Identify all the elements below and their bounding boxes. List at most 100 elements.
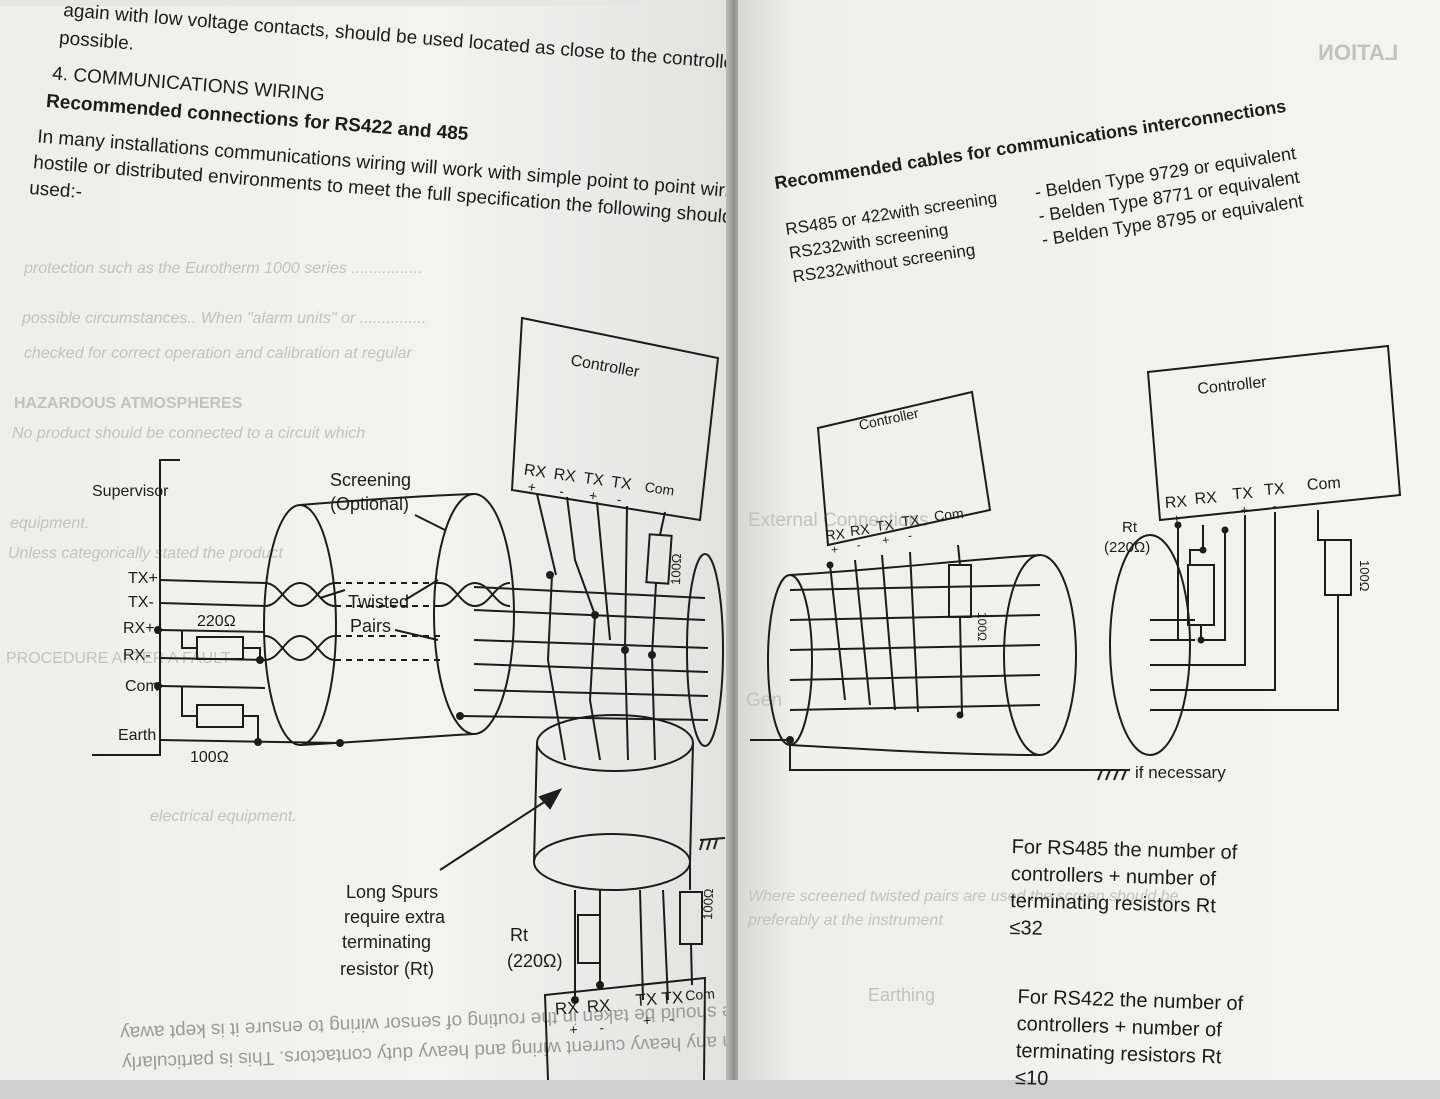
cable-screen-middle (433, 493, 515, 735)
bus-wire (473, 609, 706, 621)
show-through-text: equipment. (10, 515, 90, 532)
ctrl-wire (957, 544, 961, 566)
supervisor-box (92, 459, 180, 756)
note-rs485: For RS485 the number of controllers + nu… (1009, 834, 1237, 948)
ctrl-terminal-label: Com (644, 479, 676, 499)
ctrl-terminal-label: RX (586, 996, 611, 1017)
long-spurs-label: Long Spurs (346, 882, 438, 902)
twist (439, 581, 511, 607)
label-leader (394, 629, 439, 641)
screening-label: Screening (330, 470, 411, 490)
polarity-label: + (588, 487, 598, 504)
resistor-label: 100Ω (700, 888, 716, 920)
show-through-text: preferably at the instrument (748, 912, 943, 929)
label-leader (404, 579, 439, 601)
ctrl-terminal-label: RX (1164, 493, 1188, 512)
ctrl-wire (566, 496, 596, 616)
resistor-lead (181, 686, 197, 717)
ground-symbol (1105, 769, 1111, 781)
cable-outline (789, 554, 1041, 576)
resistor-100-spur (679, 891, 703, 945)
spur-wire (651, 654, 656, 761)
polarity-label: - (558, 483, 565, 500)
long-spurs-label: resistor (Rt) (340, 959, 434, 979)
resistor-lead (181, 630, 197, 649)
ctrl-terminal-label: TX (901, 512, 921, 530)
earth-wire (750, 739, 1100, 771)
ctrl-wire (624, 505, 628, 651)
terminal-label: TX- (128, 594, 154, 611)
terminal-label: RX- (123, 647, 151, 664)
wire-com (159, 685, 266, 689)
terminal-label: TX+ (128, 570, 158, 587)
spur-cable-top (536, 714, 694, 772)
polarity-label: - (616, 491, 623, 508)
spur-wire (639, 889, 644, 1001)
polarity-label: + (1240, 502, 1249, 517)
ctrl-wire (1150, 595, 1339, 711)
resistor-rt-far-right (1187, 564, 1215, 626)
polarity-label: + (830, 542, 838, 557)
bus-wire (789, 644, 1041, 651)
resistor-label: 100Ω (1357, 560, 1372, 592)
ground-symbol (1113, 769, 1119, 781)
ground-symbol (1121, 769, 1127, 781)
spur-wire (624, 649, 629, 761)
rt-value-label: (220Ω) (507, 951, 562, 971)
terminal-label: Com (125, 678, 159, 695)
ctrl-wire (1200, 530, 1226, 641)
ctrl-terminal-label: TX (582, 470, 605, 490)
resistor-100-supervisor (196, 704, 244, 728)
ctrl-wire (1317, 510, 1337, 541)
show-through-text: No product should be connected to a circ… (12, 425, 366, 442)
ctrl-terminal-label: RX (825, 525, 847, 543)
wire-tx-minus (159, 602, 266, 607)
bus-wire (473, 586, 706, 599)
ctrl-wire (596, 501, 611, 641)
ground-symbol (713, 838, 718, 850)
cable-end-right-page (767, 574, 813, 746)
bus-wire (789, 584, 1041, 591)
polarity-label: + (527, 478, 537, 495)
long-spurs-label: terminating (342, 932, 431, 952)
spur-wire (662, 889, 669, 1001)
wire-tx-plus (159, 579, 266, 584)
long-spurs-arrow (439, 794, 556, 871)
polarity-label: + (1172, 511, 1181, 526)
polarity-label: + (642, 1012, 651, 1029)
terminal-label: Earth (118, 727, 156, 744)
spur-wire (546, 574, 566, 761)
ctrl-wire (1150, 515, 1246, 666)
ctrl-wire (881, 554, 896, 711)
ctrl-terminal-label: TX (1264, 481, 1286, 499)
label-leader (319, 589, 346, 599)
polarity-label: + (882, 533, 890, 548)
resistor-label: 100Ω (668, 553, 684, 585)
resistor-100-main (645, 533, 673, 585)
cable-outline (299, 493, 475, 506)
junction-dots (154, 521, 1229, 1004)
ctrl-terminal-label: Com (933, 505, 964, 524)
show-through-text: electrical equipment. (150, 808, 297, 825)
ctrl-terminal-label: TX (1232, 485, 1254, 503)
previous-page-edge (0, 0, 640, 6)
resistor-100-far-right (1324, 539, 1352, 596)
show-through-text: HAZARDOUS ATMOSPHERES (14, 395, 243, 412)
terminal-label: RX+ (123, 620, 155, 637)
ctrl-terminal-label: RX (1194, 489, 1218, 508)
polarity-label: - (907, 528, 912, 542)
wire-rx-plus (159, 629, 266, 633)
ctrl-terminal-label: RX (849, 521, 871, 539)
cable-screen-far-right (1109, 534, 1191, 756)
note-rs422: For RS422 the number of controllers + nu… (1015, 984, 1244, 1099)
ground-symbol (699, 839, 704, 851)
controller-label: Controller (1197, 374, 1268, 398)
ground-symbol (1097, 769, 1103, 781)
cable-end-left-page (686, 553, 724, 747)
cable-outline (789, 744, 1041, 756)
spur-wire (690, 943, 693, 986)
ground-symbol (706, 839, 711, 851)
controller-label: Controller (569, 352, 641, 381)
spur-wire (588, 614, 601, 761)
